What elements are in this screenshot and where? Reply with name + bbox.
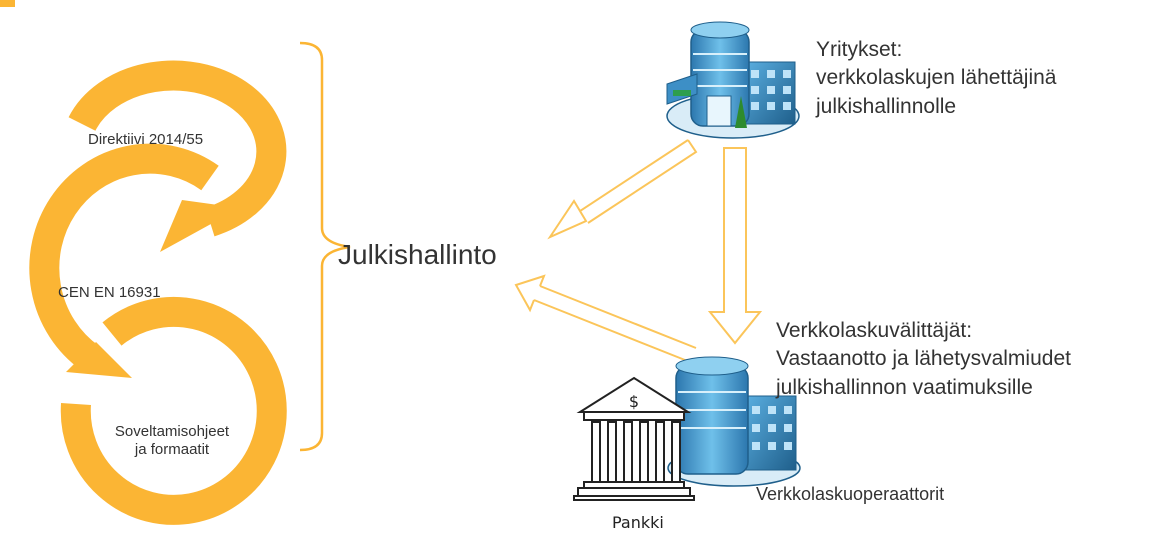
center-label: Julkishallinto (338, 239, 497, 270)
flow-arrows (514, 139, 763, 363)
cycle-loop-3 (60, 296, 287, 525)
cycle-step-directive: Direktiivi 2014/55 (88, 131, 204, 148)
arrow-operators-to-government (514, 274, 697, 363)
curly-brace (299, 41, 351, 452)
arrow-companies-to-government (547, 139, 698, 240)
operators-label: Verkkolaskuoperaattorit (756, 484, 945, 504)
arrowhead-1 (160, 200, 240, 252)
bank-icon (573, 376, 695, 501)
bank-dollar-symbol: $ (629, 392, 639, 411)
arrow-companies-to-operators (707, 147, 763, 345)
cycle-loops (29, 60, 287, 525)
companies-label: Yritykset: verkkolaskujen lähettäjinä ju… (816, 36, 1056, 121)
companies-line2: verkkolaskujen lähettäjinä (816, 66, 1057, 90)
bank-label: Pankki (612, 513, 664, 532)
companies-line3: julkishallinnolle (816, 94, 957, 118)
cycle-loop-2 (29, 143, 219, 371)
intermediaries-label: Verkkolaskuvälittäjät: Vastaanotto ja lä… (776, 317, 1071, 402)
corner-mark (0, 0, 15, 7)
intermediaries-line3: julkishallinnon vaatimuksille (776, 375, 1033, 399)
cycle-step-standard: CEN EN 16931 (58, 284, 161, 301)
office-building-icon (667, 356, 801, 487)
cycle-loop-1 (68, 60, 287, 237)
office-building-icon (666, 21, 800, 139)
cycle-arrowheads (66, 200, 240, 378)
intermediaries-line2: Vastaanotto ja lähetysvalmiudet (776, 347, 1071, 371)
companies-title: Yritykset: (816, 38, 903, 61)
intermediaries-title: Verkkolaskuvälittäjät: (776, 319, 973, 342)
cycle-step-guidelines: Soveltamisohjeet ja formaatit (114, 423, 230, 458)
arrowhead-2 (66, 342, 132, 378)
